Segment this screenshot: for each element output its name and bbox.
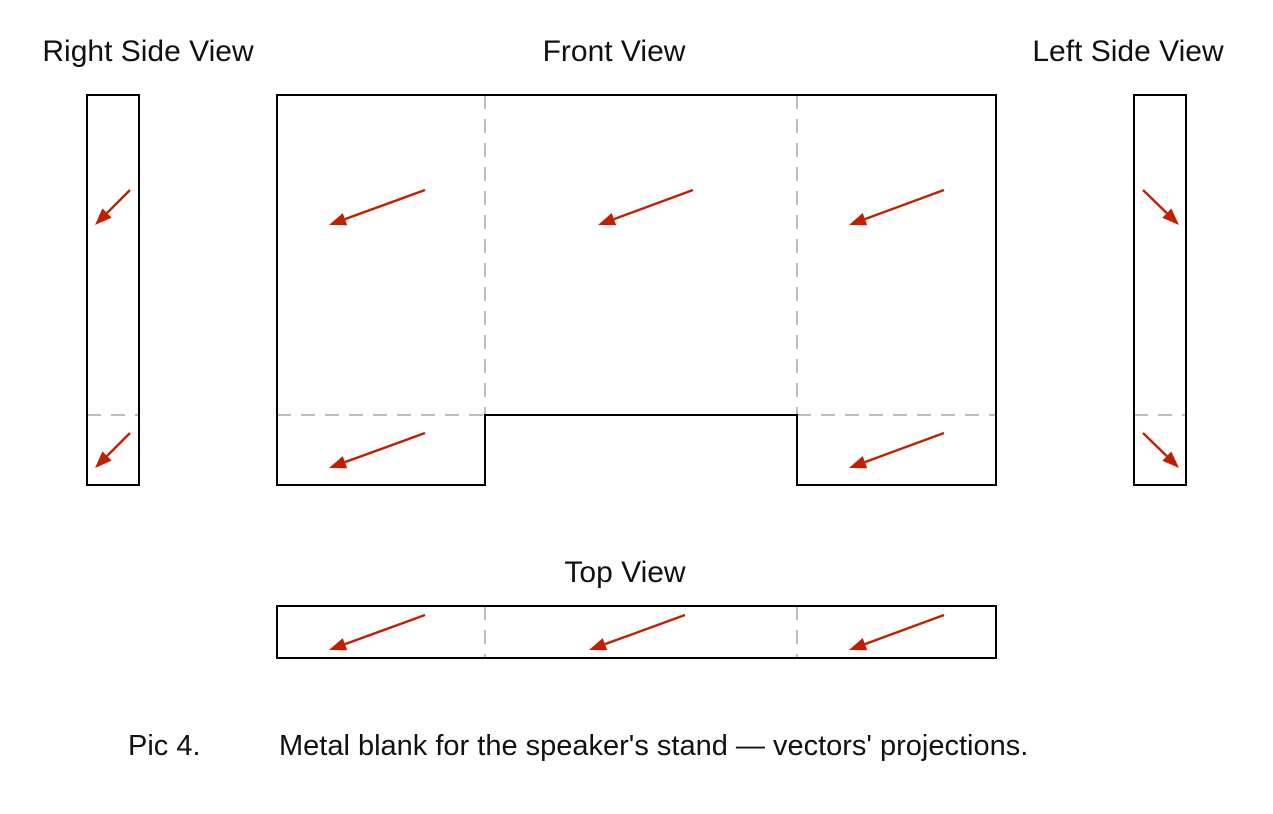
left-side-outline — [1133, 94, 1187, 486]
left-side-lower-vector-shaft — [1142, 432, 1168, 458]
caption-text: Metal blank for the speaker's stand — ve… — [279, 730, 1028, 762]
front-center-vector-shaft — [613, 188, 694, 221]
front-right-lower-arrowhead-icon — [849, 456, 868, 469]
front-right-lower-vector-shaft — [864, 431, 945, 464]
left-side-view-label: Left Side View — [1032, 35, 1224, 68]
vector-arrows — [95, 188, 1179, 651]
front-left-upper-arrowhead-icon — [329, 213, 348, 226]
top-left-arrowhead-icon — [329, 638, 348, 651]
front-right-upper-vector-shaft — [864, 188, 945, 221]
right-side-outline — [86, 94, 140, 486]
top-center-vector-shaft — [604, 613, 686, 646]
right-side-lower-vector-shaft — [106, 432, 131, 457]
front-left-lower-arrowhead-icon — [329, 456, 348, 469]
right-side-view — [86, 94, 140, 486]
right-side-upper-vector-shaft — [106, 189, 131, 214]
left-side-lower-arrowhead-icon — [1162, 451, 1179, 468]
front-right-upper-arrowhead-icon — [849, 213, 868, 226]
top-view-label: Top View — [564, 556, 686, 589]
right-side-lower-arrowhead-icon — [95, 451, 112, 468]
front-left-upper-vector-shaft — [344, 188, 426, 221]
top-left-vector-shaft — [344, 613, 426, 646]
front-outline — [276, 94, 997, 486]
front-center-arrowhead-icon — [598, 213, 617, 226]
left-side-upper-vector-shaft — [1142, 189, 1168, 215]
top-right-arrowhead-icon — [849, 638, 868, 651]
left-side-upper-arrowhead-icon — [1162, 208, 1179, 225]
top-center-arrowhead-icon — [589, 638, 608, 651]
front-left-lower-vector-shaft — [344, 431, 426, 464]
front-view-label: Front View — [543, 35, 686, 68]
front-view — [276, 94, 997, 486]
top-outline — [276, 605, 997, 659]
top-right-vector-shaft — [864, 613, 945, 646]
left-side-view — [1133, 94, 1187, 486]
right-side-view-label: Right Side View — [42, 35, 254, 68]
right-side-upper-arrowhead-icon — [95, 208, 112, 225]
top-view — [276, 605, 997, 659]
caption-number: Pic 4. — [128, 730, 201, 762]
